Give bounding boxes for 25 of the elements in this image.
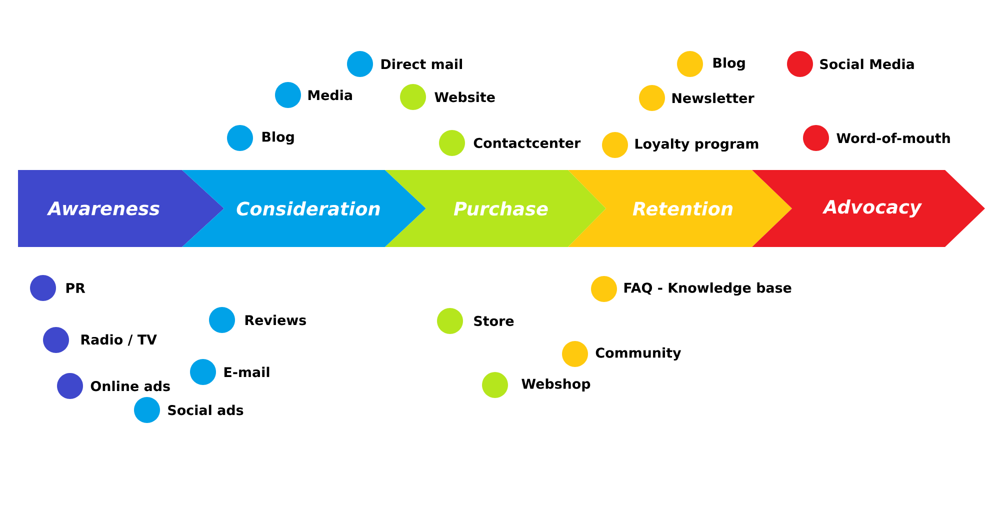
channel-label: Loyalty program <box>635 138 758 152</box>
channel-label: Social ads <box>168 404 244 416</box>
channel-label: Store <box>474 316 514 326</box>
channel-label: Community <box>596 347 682 361</box>
channel-label: Online ads <box>90 380 170 392</box>
channel-label: E-mail <box>224 366 270 378</box>
channel-label: Blog <box>262 131 294 145</box>
channel-label: PR <box>66 283 86 293</box>
stage-band: Consideration <box>182 170 426 247</box>
channel-label: Contactcenter <box>474 138 581 148</box>
channel-label: FAQ - Knowledge base <box>624 282 792 296</box>
channel-label: Webshop <box>522 378 590 392</box>
channel-label: Media <box>308 90 352 100</box>
channel-label: Radio / TV <box>81 334 157 346</box>
stage-band: Advocacy <box>752 170 985 247</box>
channel-label: Website <box>434 92 495 102</box>
stage-band: Retention <box>568 170 792 247</box>
stage-band: Awareness <box>18 170 224 247</box>
channel-label: Newsletter <box>672 92 754 104</box>
channel-label: Blog <box>713 57 745 71</box>
channel-label: Social Media <box>820 58 914 70</box>
channel-label: Direct mail <box>381 58 462 70</box>
channel-label: Word-of-mouth <box>836 132 950 144</box>
channel-label: Reviews <box>245 314 306 326</box>
stage-band: Purchase <box>385 170 606 247</box>
